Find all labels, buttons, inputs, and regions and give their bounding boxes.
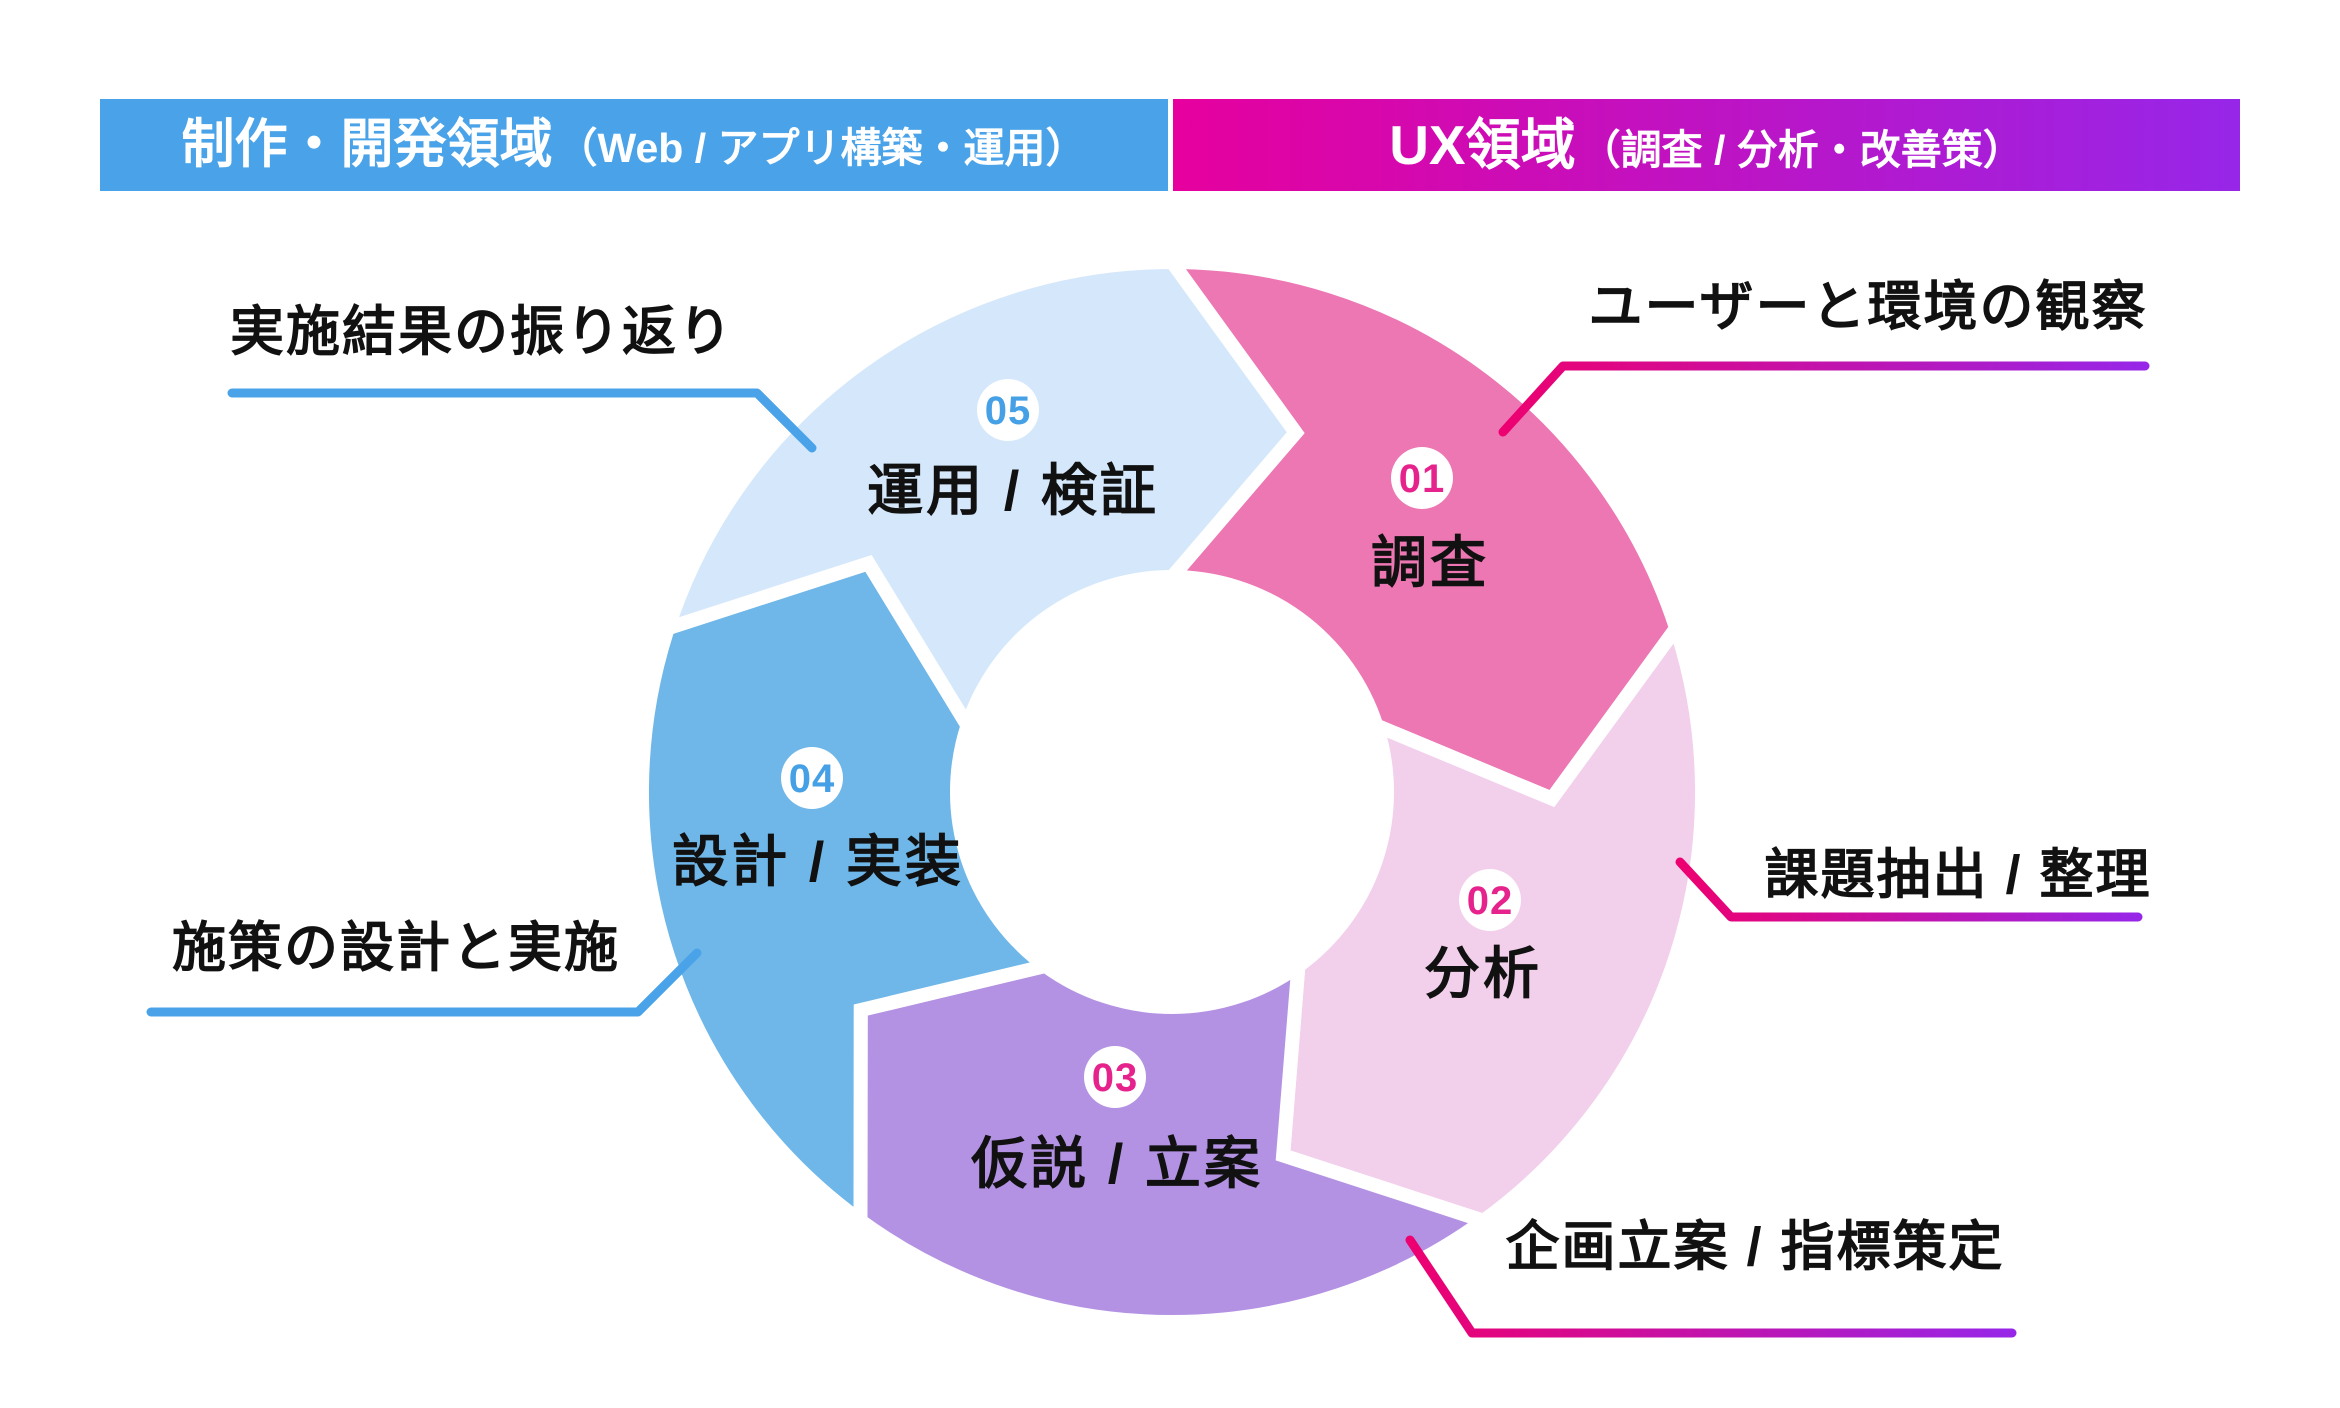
callout-design-text: 施策の設計と実施 [172, 918, 620, 978]
segment-01-label: 調査 [1371, 531, 1489, 594]
callout-planning-line [1405, 1235, 2017, 1338]
badge-04-circle [781, 747, 843, 809]
callout-observe-text: ユーザーと環境の観察 [1589, 277, 2148, 337]
callout-issues: 課題抽出 / 整理 [1675, 845, 2151, 922]
segment-03-hypothesis-arrow [853, 951, 1499, 1329]
callout-design-line [146, 948, 702, 1017]
badge-03-number: 03 [1092, 1056, 1139, 1100]
badge-01: 01 [1391, 447, 1453, 509]
callout-issues-line [1675, 857, 2143, 922]
segment-04-label: 設計 / 実装 [672, 830, 964, 893]
badge-05-number: 05 [985, 389, 1032, 433]
segment-04-design-arrow [634, 554, 1063, 1235]
header-left-subtitle: （Web / アプリ構築・運用） [556, 125, 1087, 171]
header-left-bar: 制作・開発領域（Web / アプリ構築・運用） [100, 99, 1168, 191]
badge-01-circle [1391, 447, 1453, 509]
badge-04-number: 04 [789, 757, 836, 801]
badge-02-number: 02 [1467, 879, 1514, 923]
callout-review-line [227, 388, 817, 453]
badge-02: 02 [1459, 869, 1521, 931]
badge-03: 03 [1084, 1046, 1146, 1108]
badge-04: 04 [781, 747, 843, 809]
callout-design: 施策の設計と実施 [146, 918, 702, 1017]
badge-03-circle [1084, 1046, 1146, 1108]
segment-02-label: 分析 [1424, 942, 1542, 1005]
badge-01-number: 01 [1399, 457, 1446, 501]
header-right-title: UX領域 [1389, 114, 1576, 176]
segment-05-label: 運用 / 検証 [867, 459, 1159, 522]
callout-review: 実施結果の振り返り [227, 302, 817, 453]
header-right-bar: UX領域（調査 / 分析・改善策） [1173, 99, 2240, 191]
callout-observe: ユーザーと環境の観察 [1498, 277, 2150, 437]
callout-planning: 企画立案 / 指標策定 [1405, 1217, 2017, 1338]
badge-02-circle [1459, 869, 1521, 931]
header-left-title: 制作・開発領域 [181, 115, 553, 174]
badge-05: 05 [977, 379, 1039, 441]
callout-observe-line [1498, 361, 2150, 437]
segment-05-operation-arrow [656, 254, 1305, 743]
segment-01-research-arrow [1156, 254, 1684, 808]
callout-review-text: 実施結果の振り返り [230, 302, 734, 362]
badge-05-circle [977, 379, 1039, 441]
segment-03-label: 仮説 / 立案 [970, 1132, 1263, 1195]
callout-issues-text: 課題抽出 / 整理 [1764, 845, 2151, 905]
header-right-subtitle: （調査 / 分析・改善策） [1579, 127, 2024, 173]
callout-planning-text: 企画立案 / 指標策定 [1505, 1217, 2004, 1277]
